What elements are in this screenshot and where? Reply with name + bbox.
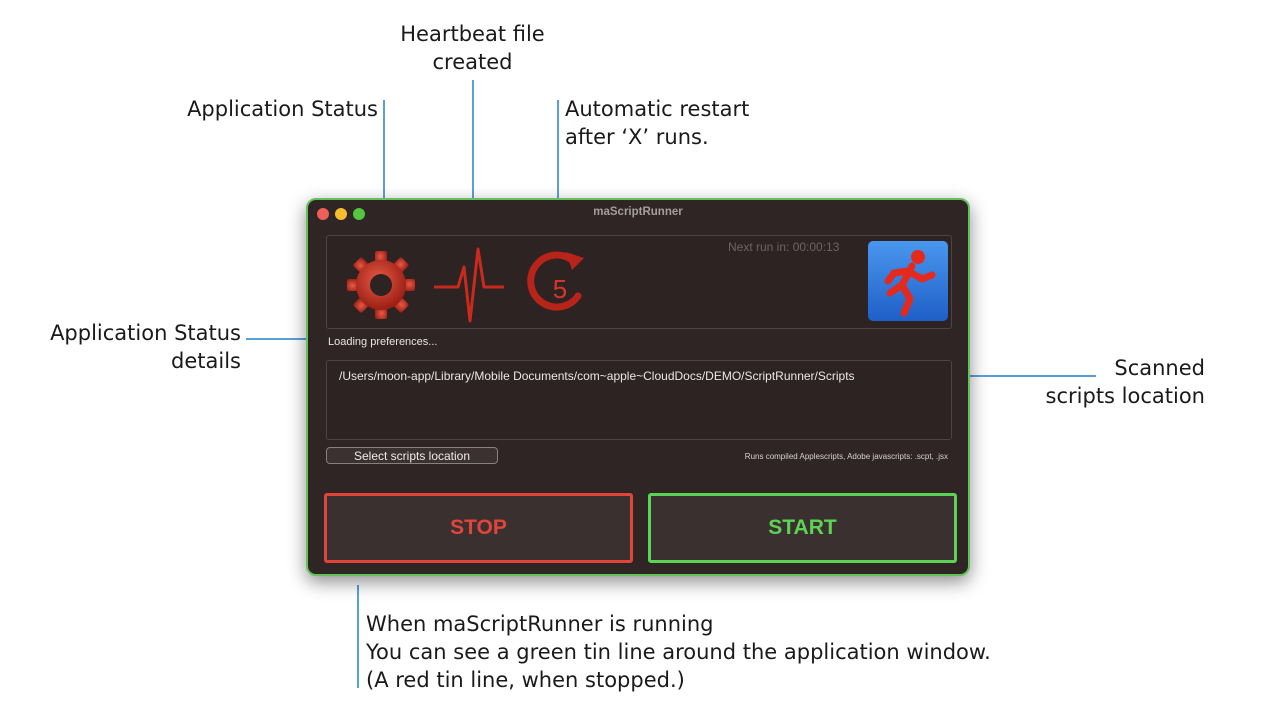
window-title: maScriptRunner xyxy=(593,206,683,218)
leader-scanned-location xyxy=(944,375,1096,377)
status-panel xyxy=(326,235,952,329)
leader-heartbeat xyxy=(472,80,474,238)
start-button[interactable]: START xyxy=(648,493,957,563)
app-window: maScriptRunner 5 Next xyxy=(306,198,970,576)
supported-scripts-note: Runs compiled Applescripts, Adobe javasc… xyxy=(744,452,948,461)
status-details-text: Loading preferences... xyxy=(328,336,438,348)
leader-app-status xyxy=(383,100,385,238)
leader-status-details xyxy=(246,338,326,340)
stop-button[interactable]: STOP xyxy=(324,493,633,563)
scripts-path-text: /Users/moon-app/Library/Mobile Documents… xyxy=(339,369,855,383)
callout-app-status: Application Status xyxy=(187,97,378,121)
restart-count: 5 xyxy=(553,274,567,304)
callout-heartbeat: Heartbeat file created xyxy=(400,22,545,74)
heartbeat-icon xyxy=(434,247,504,323)
callout-status-details: Application Status details xyxy=(50,321,241,373)
callout-auto-restart: Automatic restart after ‘X’ runs. xyxy=(565,97,750,149)
gear-icon xyxy=(347,251,415,319)
scripts-location-field[interactable]: /Users/moon-app/Library/Mobile Documents… xyxy=(326,360,952,440)
title-bar: maScriptRunner xyxy=(308,200,968,228)
restart-counter-icon: 5 xyxy=(527,251,584,311)
minimize-window-button[interactable] xyxy=(335,208,347,220)
leader-running-note xyxy=(357,585,359,688)
leader-auto-restart xyxy=(557,100,559,238)
select-scripts-location-button[interactable]: Select scripts location xyxy=(326,447,498,464)
running-man-icon xyxy=(868,241,948,321)
zoom-window-button[interactable] xyxy=(353,208,365,220)
next-run-timer: Next run in: 00:00:13 xyxy=(728,240,840,254)
close-window-button[interactable] xyxy=(317,208,329,220)
callout-scanned-location: Scanned scripts location xyxy=(1045,356,1205,408)
callout-running-note: When maScriptRunner is running You can s… xyxy=(366,612,991,692)
